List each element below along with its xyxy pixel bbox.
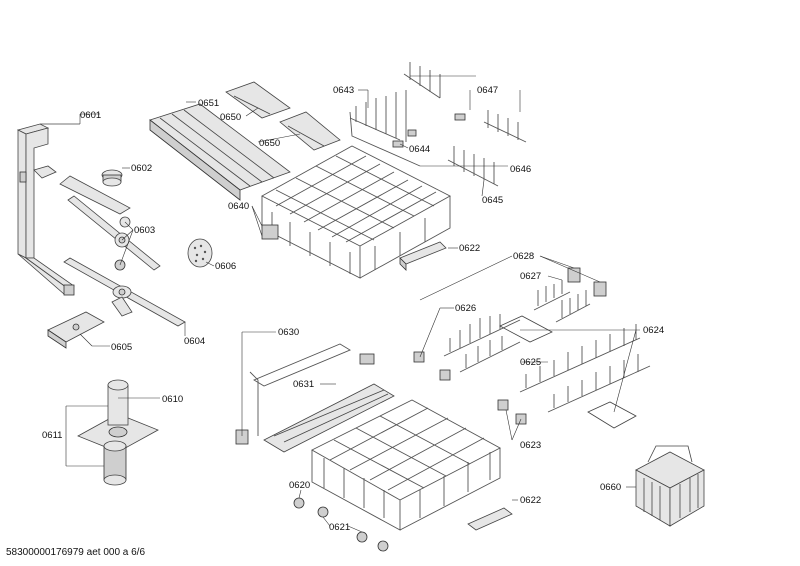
- callout-0626: 0626: [455, 303, 476, 314]
- lower-handle-part: [467, 507, 513, 531]
- filter-cover-part: [47, 311, 105, 349]
- callout-0604: 0604: [184, 336, 205, 347]
- callout-0627: 0627: [520, 271, 541, 282]
- callout-0628: 0628: [513, 251, 534, 262]
- nozzle-nut-part: [101, 169, 123, 187]
- callout-0605: 0605: [111, 342, 132, 353]
- cutlery-rack-part: [235, 343, 395, 453]
- document-reference-footer: 58300000176979 aet 000 a 6/6: [6, 547, 145, 558]
- round-filter-part: [187, 238, 213, 268]
- callout-0625: 0625: [520, 357, 541, 368]
- lower-basket-part: [311, 399, 501, 531]
- side-racks-part: [413, 267, 637, 429]
- callout-0650-lower: 0650: [259, 138, 280, 149]
- upper-basket-part: [261, 145, 451, 279]
- callout-0623: 0623: [520, 440, 541, 451]
- callout-0640: 0640: [228, 201, 249, 212]
- callout-0622-lower: 0622: [520, 495, 541, 506]
- callout-0601: 0601: [80, 110, 101, 121]
- leader-lines: [65, 75, 640, 533]
- callout-0610: 0610: [162, 394, 183, 405]
- callout-0631: 0631: [293, 379, 314, 390]
- callout-0606: 0606: [215, 261, 236, 272]
- callout-0643: 0643: [333, 85, 354, 96]
- upper-spray-arm-part: [59, 175, 161, 271]
- callout-0644: 0644: [409, 144, 430, 155]
- upper-handle-part: [399, 241, 447, 271]
- callout-0647: 0647: [477, 85, 498, 96]
- callout-0646: 0646: [510, 164, 531, 175]
- callout-0621: 0621: [329, 522, 350, 533]
- callout-0645: 0645: [482, 195, 503, 206]
- callout-0660: 0660: [600, 482, 621, 493]
- callout-0624: 0624: [643, 325, 664, 336]
- callout-0603: 0603: [134, 225, 155, 236]
- callout-0602: 0602: [131, 163, 152, 174]
- basket-wheels-part: [293, 497, 389, 552]
- tine-rows-part: [519, 324, 651, 413]
- callout-0651: 0651: [198, 98, 219, 109]
- callout-0630: 0630: [278, 327, 299, 338]
- folding-racks-part: [349, 62, 527, 187]
- callout-0611: 0611: [42, 430, 62, 441]
- callout-0622-upper: 0622: [459, 243, 480, 254]
- callout-0650-upper: 0650: [220, 112, 241, 123]
- cup-shelf-part: [149, 81, 341, 201]
- cutlery-basket-part: [635, 445, 705, 527]
- filter-system-part: [77, 379, 159, 486]
- callout-0620: 0620: [289, 480, 310, 491]
- feed-pipe-part: [16, 123, 80, 296]
